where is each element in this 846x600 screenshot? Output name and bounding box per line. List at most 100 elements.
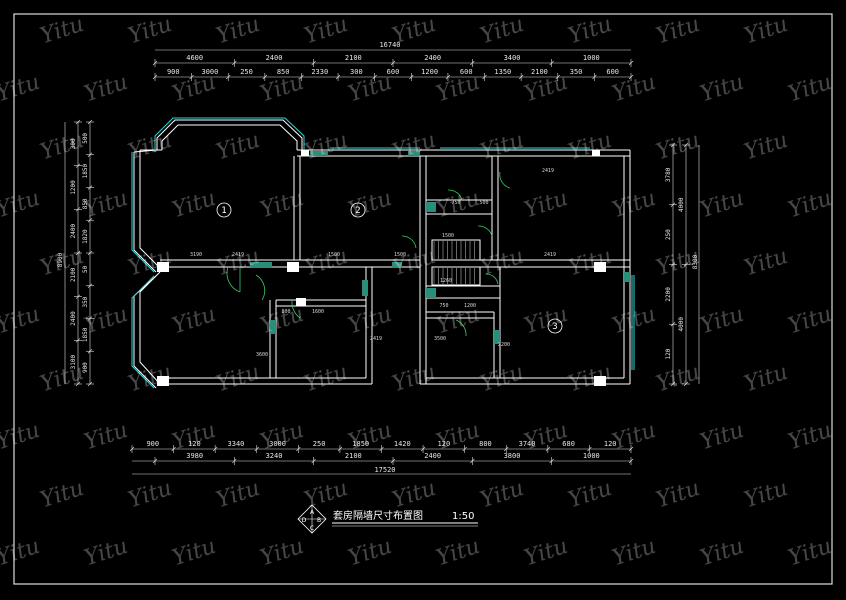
inner-dim-l4: 1500 <box>394 252 406 258</box>
bottom-dim-row1-11: 120 <box>604 440 617 448</box>
left-dim-row1-0: 300 <box>70 138 77 149</box>
bottom-dim-row1-10: 680 <box>562 440 575 448</box>
bottom-dim-row1-7: 120 <box>438 440 451 448</box>
bottom-dim-row2-2: 2100 <box>345 452 362 460</box>
detail-badge: A B C D <box>297 504 327 534</box>
left-dimension-chain <box>64 119 94 387</box>
inner-dim-l18: 2200 <box>498 342 510 348</box>
walls <box>133 119 631 389</box>
top-dim-row2-0: 900 <box>167 68 180 76</box>
room-marker-1: 1 <box>216 202 232 218</box>
left-dim-row2-3: 1820 <box>82 229 89 244</box>
right-dim-row2-1: 4000 <box>678 317 685 332</box>
svg-text:3: 3 <box>552 322 557 332</box>
bottom-overall-dim: 17520 <box>374 466 395 474</box>
bottom-dim-row2-1: 3240 <box>266 452 283 460</box>
top-dim-row2-2: 250 <box>240 68 253 76</box>
top-dim-row2-11: 350 <box>570 68 583 76</box>
left-overall-dim: 8900 <box>57 252 64 267</box>
svg-text:1: 1 <box>221 206 226 216</box>
right-dimension-chain <box>669 142 700 387</box>
badge-a: A <box>310 509 315 516</box>
top-dim-row1-3: 2400 <box>424 54 441 62</box>
inner-dim-l9: 500 <box>479 200 488 206</box>
drawing-scale: 1:50 <box>452 511 474 522</box>
left-dim-row1-5: 3100 <box>70 355 77 370</box>
badge-d: D <box>302 517 307 524</box>
left-dim-row1-4: 2400 <box>70 311 77 326</box>
room-marker-3: 3 <box>547 318 563 334</box>
window-marks <box>131 117 635 389</box>
bottom-dim-row2-0: 3980 <box>186 452 203 460</box>
inner-dim-l14: 1600 <box>312 309 324 315</box>
bottom-dim-row1-8: 800 <box>479 440 492 448</box>
svg-text:2: 2 <box>355 206 360 216</box>
outer-frame <box>13 13 833 585</box>
top-dim-row1-0: 4600 <box>186 54 203 62</box>
inner-dim-l15: 2419 <box>370 336 382 342</box>
top-dim-row2-10: 2100 <box>531 68 548 76</box>
top-dim-row1-1: 2400 <box>266 54 283 62</box>
left-dim-row2-0: 500 <box>82 133 89 144</box>
top-dim-row2-12: 600 <box>606 68 619 76</box>
left-dim-row1-2: 2400 <box>70 224 77 239</box>
hatch-stubs <box>250 151 630 344</box>
right-dim-row2-0: 4000 <box>678 197 685 212</box>
bottom-dim-row1-3: 3000 <box>269 440 286 448</box>
top-dim-row2-6: 600 <box>387 68 400 76</box>
top-dim-row1-4: 3400 <box>504 54 521 62</box>
room-marker-2: 2 <box>350 202 366 218</box>
right-dim-row1-1: 250 <box>665 229 672 240</box>
inner-dim-l6: 1500 <box>442 233 454 239</box>
badge-c: C <box>310 525 314 532</box>
bottom-dim-row1-0: 900 <box>146 440 159 448</box>
top-dim-row2-3: 850 <box>277 68 290 76</box>
bottom-dim-row1-6: 1420 <box>394 440 411 448</box>
right-overall-dim: 8300 <box>692 254 699 269</box>
bottom-dim-row1-9: 3740 <box>519 440 536 448</box>
inner-dim-l8: 2419 <box>542 168 554 174</box>
inner-dim-l10: 1260 <box>440 278 452 284</box>
bottom-dim-row2-3: 2400 <box>424 452 441 460</box>
right-dim-row1-0: 3780 <box>665 167 672 182</box>
inner-dim-l5: 750 <box>451 200 460 206</box>
top-dimension-chain <box>152 49 634 81</box>
badge-b: B <box>317 517 321 524</box>
top-overall-dim: 16740 <box>379 41 400 49</box>
inner-dim-l11: 1200 <box>464 303 476 309</box>
bottom-dim-row1-4: 250 <box>313 440 326 448</box>
bottom-dim-row1-2: 3340 <box>228 440 245 448</box>
wall-stubs <box>157 150 606 386</box>
bottom-dim-row1-5: 1850 <box>352 440 369 448</box>
inner-dim-l13: 800 <box>281 309 290 315</box>
inner-dim-l2: 2419 <box>232 252 244 258</box>
inner-dim-l7: 2419 <box>544 252 556 258</box>
left-dim-row1-3: 2100 <box>70 267 77 282</box>
bottom-dim-row2-5: 1000 <box>583 452 600 460</box>
top-dim-row2-9: 1350 <box>494 68 511 76</box>
door-swings <box>226 171 511 337</box>
left-dim-row2-4: 50 <box>82 265 89 273</box>
inner-dim-l3: 1500 <box>328 252 340 258</box>
top-dim-row2-4: 2330 <box>311 68 328 76</box>
left-dim-row2-5: 350 <box>82 296 89 307</box>
stair-treads <box>433 241 475 284</box>
top-dim-row2-8: 600 <box>460 68 473 76</box>
top-dim-row2-7: 1200 <box>421 68 438 76</box>
inner-dim-l16: 3600 <box>256 352 268 358</box>
drawing-title: 套房隔墙尺寸布置图 <box>333 509 423 522</box>
top-dim-row2-5: 300 <box>350 68 363 76</box>
top-dim-row2-1: 3000 <box>201 68 218 76</box>
inner-dim-l12: 750 <box>439 303 448 309</box>
left-dim-row2-1: 1850 <box>82 164 89 179</box>
left-dim-row1-1: 1200 <box>70 180 77 195</box>
left-dim-row2-6: 1850 <box>82 327 89 342</box>
bottom-dim-row1-1: 120 <box>188 440 201 448</box>
right-dim-row1-3: 120 <box>665 348 672 359</box>
inner-dim-l17: 3500 <box>434 336 446 342</box>
right-dim-row1-2: 2200 <box>665 287 672 302</box>
top-dim-row1-5: 1000 <box>583 54 600 62</box>
top-dim-row1-2: 2100 <box>345 54 362 62</box>
bottom-dimension-chain <box>129 445 634 475</box>
